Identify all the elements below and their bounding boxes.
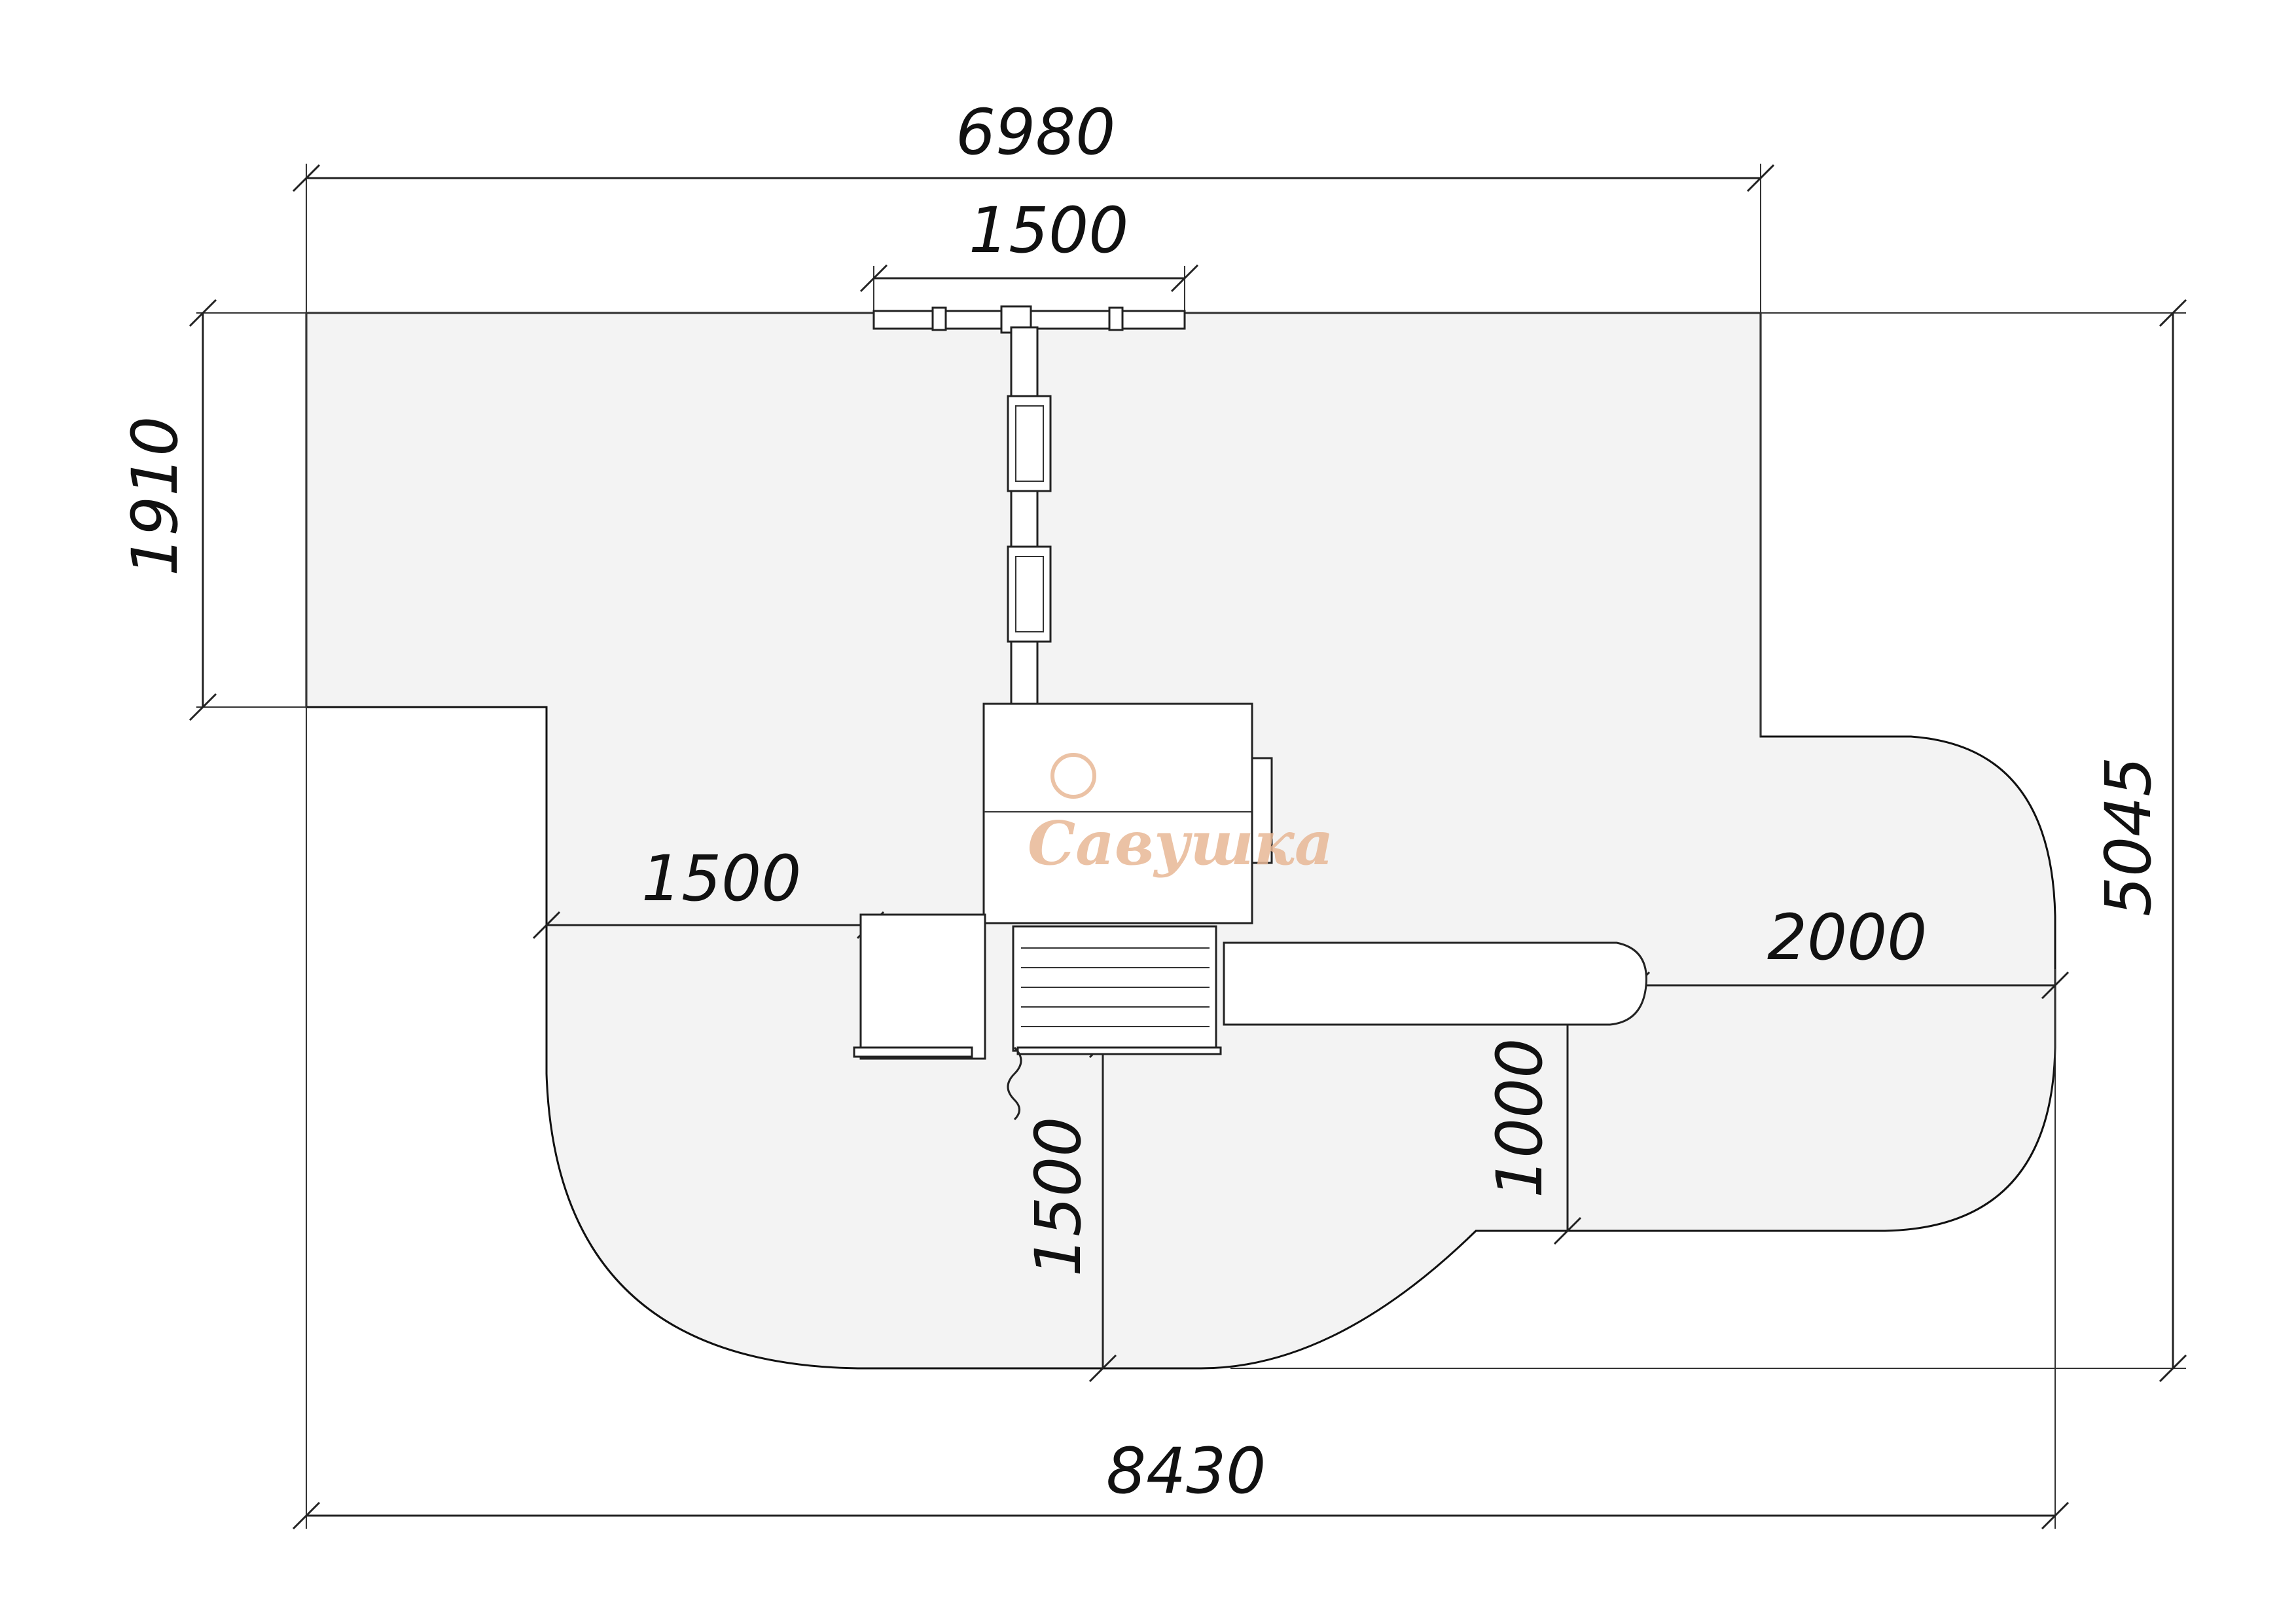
dim-swing-beam: 1500	[969, 194, 1128, 267]
tower-roof	[982, 702, 1253, 924]
slide	[1223, 941, 1647, 1026]
swing-seat-1	[1007, 395, 1052, 492]
dimension-lines	[188, 164, 2187, 1530]
logo-watermark: Савушка	[1028, 753, 1334, 879]
swing-frame	[1010, 326, 1039, 708]
climbing-rope	[1007, 1046, 1022, 1121]
dim-right-height: 5045	[2092, 757, 2165, 917]
dim-left-height: 1910	[118, 416, 192, 576]
dim-overall-bottom: 8430	[1106, 1434, 1266, 1508]
dim-right-notch: 1000	[1483, 1038, 1556, 1198]
dim-right-offset: 2000	[1767, 901, 1927, 974]
dim-bottom-front: 1500	[1022, 1117, 1095, 1277]
logo-text: Савушка	[1028, 808, 1334, 879]
side-climber	[859, 913, 986, 1060]
dim-slide-side: 1500	[641, 842, 801, 915]
stairs	[1012, 925, 1217, 1052]
playground-equipment	[853, 305, 1647, 1121]
extension-lines	[196, 164, 2186, 1529]
swing-seat-2	[1007, 545, 1052, 643]
dim-overall-top: 6980	[956, 96, 1115, 169]
